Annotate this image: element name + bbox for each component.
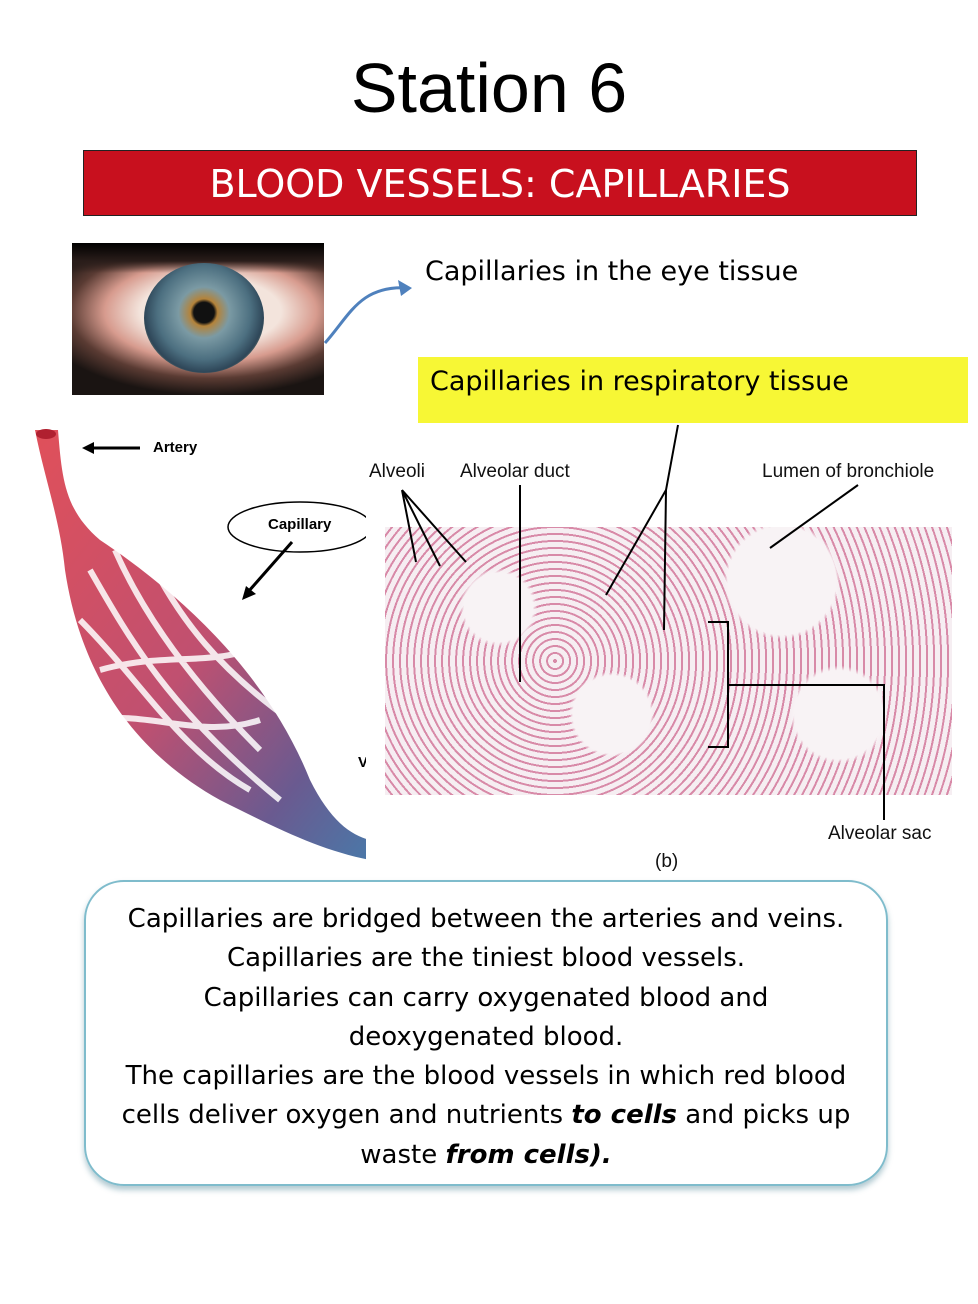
text: and picks up <box>677 1100 851 1131</box>
respiratory-caption: Capillaries in respiratory tissue <box>430 366 849 397</box>
body-line: The capillaries are the blood vessels in… <box>125 1061 847 1092</box>
panel-label: (b) <box>655 851 679 872</box>
lumen-label: Lumen of bronchiole <box>762 461 935 482</box>
emphasis: to cells <box>571 1100 678 1131</box>
alveolar-sac-label: Alveolar sac <box>828 823 932 844</box>
eye-photo <box>72 243 324 395</box>
body-line: Capillaries are the tiniest blood vessel… <box>226 943 746 974</box>
capillary-label: Capillary <box>268 516 332 533</box>
body-line: waste from cells). <box>86 1136 886 1175</box>
alveoli-label: Alveoli <box>369 461 425 482</box>
eye-caption: Capillaries in the eye tissue <box>425 256 799 287</box>
section-banner: BLOOD VESSELS: CAPILLARIES <box>83 150 917 216</box>
text: cells deliver oxygen and nutrients <box>121 1100 572 1131</box>
body-line: Capillaries can carry oxygenated blood a… <box>203 982 769 1013</box>
vein-label-partial: V <box>358 754 369 771</box>
respiratory-caption-box <box>418 357 968 423</box>
body-line: Capillaries are bridged between the arte… <box>127 904 845 934</box>
curved-arrow-icon <box>323 280 412 344</box>
alveolar-duct-label: Alveolar duct <box>460 461 570 482</box>
page-title: Station 6 <box>350 49 628 127</box>
emphasis: from cells). <box>445 1139 612 1170</box>
text: waste <box>360 1139 446 1170</box>
body-line: cells deliver oxygen and nutrients to ce… <box>86 1096 886 1135</box>
artery-label: Artery <box>153 439 198 456</box>
micrograph-leader-lines <box>401 424 885 820</box>
lung-micrograph <box>385 527 952 795</box>
body-line: deoxygenated blood. <box>348 1021 624 1052</box>
capillary-bed-diagram <box>35 429 370 860</box>
summary-textbox: Capillaries are bridged between the arte… <box>84 880 888 1186</box>
